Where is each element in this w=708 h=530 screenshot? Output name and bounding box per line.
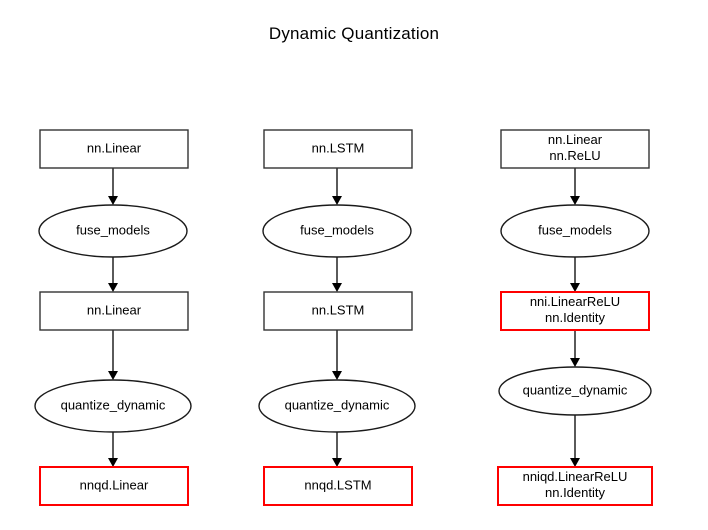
node-label: nn.LSTM (312, 140, 365, 155)
edge-col1-1 (108, 168, 118, 205)
node-nnqd-linear-output[interactable]: nnqd.Linear (39, 466, 189, 506)
node-nn-lstm-fused[interactable]: nn.LSTM (263, 291, 413, 331)
node-shape-ellipse (258, 379, 416, 433)
node-shape-rect (39, 466, 189, 506)
node-nn-linear-fused[interactable]: nn.Linear (39, 291, 189, 331)
edge-col3-1 (570, 168, 580, 205)
arrowhead-icon (108, 283, 118, 292)
node-label: quantize_dynamic (285, 397, 390, 412)
arrowhead-icon (570, 196, 580, 205)
edge-col2-2 (332, 257, 342, 292)
node-shape-rect (39, 291, 189, 331)
node-label: quantize_dynamic (61, 397, 166, 412)
arrowhead-icon (570, 458, 580, 467)
node-label: nn.Linear (87, 302, 142, 317)
node-shape-rect (500, 291, 650, 331)
arrowhead-icon (108, 458, 118, 467)
arrowhead-icon (570, 358, 580, 367)
column-lstm: nn.LSTM fuse_models nn.LSTM quantize_dynami… (258, 129, 416, 506)
edge-col2-3 (332, 330, 342, 380)
arrowhead-icon (570, 283, 580, 292)
node-label: nnqd.LSTM (304, 477, 371, 492)
arrowhead-icon (332, 371, 342, 380)
node-fuse-models[interactable]: fuse_models (262, 204, 412, 258)
arrowhead-icon (332, 196, 342, 205)
edge-col1-4 (108, 432, 118, 467)
node-label: fuse_models (76, 222, 150, 237)
node-label: fuse_models (538, 222, 612, 237)
arrowhead-icon (108, 196, 118, 205)
node-shape-rect (39, 129, 189, 169)
edge-col3-3 (570, 330, 580, 367)
node-shape-ellipse (34, 379, 192, 433)
node-fuse-models[interactable]: fuse_models (500, 204, 650, 258)
arrowhead-icon (332, 458, 342, 467)
node-nn-lstm-input[interactable]: nn.LSTM (263, 129, 413, 169)
arrowhead-icon (108, 371, 118, 380)
node-quantize-dynamic[interactable]: quantize_dynamic (258, 379, 416, 433)
page-title: Dynamic Quantization (268, 24, 440, 43)
node-nn-linear-input[interactable]: nn.Linear (39, 129, 189, 169)
edge-col1-2 (108, 257, 118, 292)
node-quantize-dynamic[interactable]: quantize_dynamic (498, 366, 652, 416)
edge-col3-4 (570, 415, 580, 467)
node-label: nnqd.Linear (80, 477, 149, 492)
node-shape-ellipse (38, 204, 188, 258)
node-shape-rect (263, 466, 413, 506)
node-label: nn.Linear (87, 140, 142, 155)
node-shape-ellipse (498, 366, 652, 416)
node-shape-ellipse (262, 204, 412, 258)
node-fuse-models[interactable]: fuse_models (38, 204, 188, 258)
node-shape-rect (263, 291, 413, 331)
node-shape-rect (500, 129, 650, 169)
node-label: quantize_dynamic (523, 382, 628, 397)
node-label: fuse_models (300, 222, 374, 237)
arrowhead-icon (332, 283, 342, 292)
node-shape-rect (497, 466, 653, 506)
edge-col3-2 (570, 257, 580, 292)
edge-col2-4 (332, 432, 342, 467)
column-linear: nn.Linear fuse_models nn.Linear quantize_dy… (34, 129, 192, 506)
edge-col1-3 (108, 330, 118, 380)
node-quantize-dynamic[interactable]: quantize_dynamic (34, 379, 192, 433)
edge-col2-1 (332, 168, 342, 205)
node-label: nn.LSTM (312, 302, 365, 317)
node-shape-rect (263, 129, 413, 169)
node-nnqd-lstm-output[interactable]: nnqd.LSTM (263, 466, 413, 506)
node-shape-ellipse (500, 204, 650, 258)
